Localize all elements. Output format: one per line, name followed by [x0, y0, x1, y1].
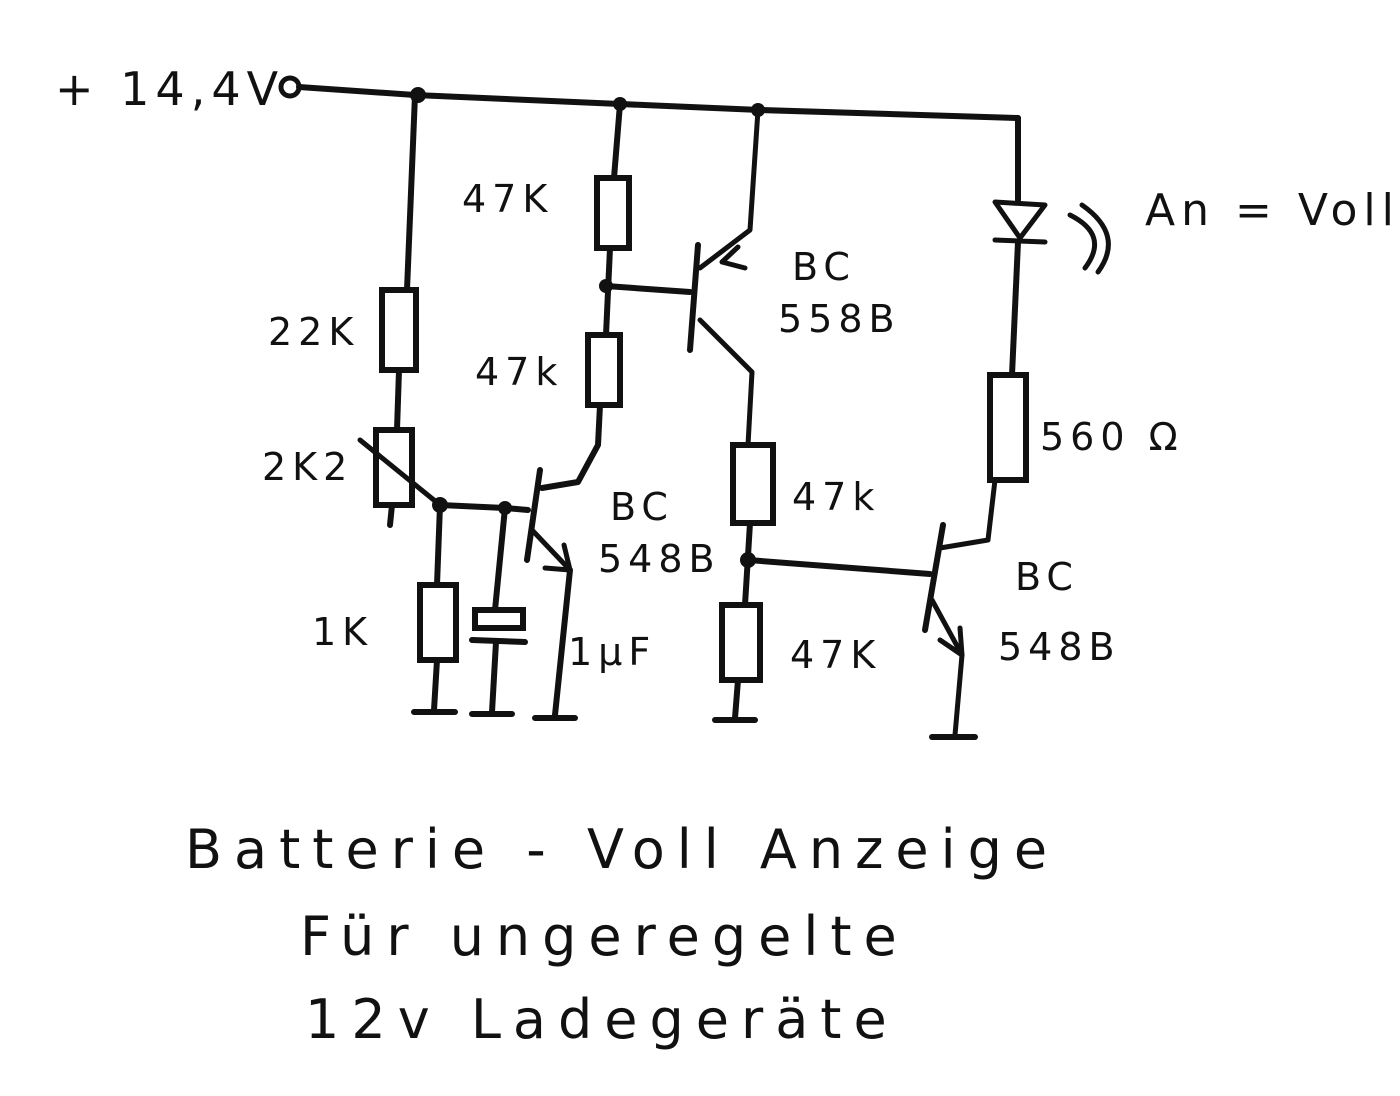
resistor-47k-div-top: [594, 175, 632, 251]
label-t2-line1: BC: [792, 245, 856, 289]
wire-22k-to-pot: [394, 367, 402, 433]
wire-left-node: [437, 502, 531, 513]
resistor-1k: [417, 582, 459, 663]
t1-emitter: [529, 527, 573, 573]
indicator-label: An = Voll: [1145, 185, 1400, 236]
ground-t1: [532, 567, 578, 721]
ground-1k: [411, 657, 458, 715]
t3-collector: [937, 477, 998, 551]
led-diode: [992, 199, 1048, 245]
label-t1-line2: 548B: [598, 537, 721, 581]
supply-label: + 14,4V: [55, 62, 284, 116]
label-t3-line1: BC: [1015, 555, 1079, 599]
label-2k2: 2K2: [262, 445, 353, 489]
resistor-47k-t2-collector: [730, 442, 776, 526]
wire-t2-base: [603, 283, 693, 295]
led-light-rays: [1067, 202, 1111, 275]
label-cap: 1µF: [568, 630, 656, 674]
wire-t3-base: [745, 557, 933, 577]
label-t2-line2: 558B: [778, 297, 901, 341]
ground-bias: [712, 677, 758, 723]
top-rail: [296, 84, 1021, 121]
wire-led-to-resistor: [1009, 239, 1021, 378]
t2-collector: [697, 317, 755, 448]
t2-emitter-arrow: [719, 244, 748, 271]
capacitor-plate-top: [472, 607, 526, 631]
wire-div-top: [611, 101, 623, 181]
label-1k: 1K: [312, 610, 373, 654]
label-t1-line1: BC: [610, 485, 674, 529]
t2-base-bar: [687, 242, 701, 353]
label-47k-div-top: 47K: [462, 177, 553, 221]
label-22k: 22K: [268, 310, 359, 354]
t3-base-bar: [922, 522, 946, 633]
label-560: 560 Ω: [1040, 415, 1184, 459]
t1-base-bar: [524, 467, 543, 563]
label-47k-div-bottom: 47k: [475, 350, 563, 394]
wire-left-branch: [404, 92, 418, 293]
t3-emitter: [929, 597, 965, 738]
wire-to-1k: [434, 502, 443, 588]
label-47k-bias-bottom: 47K: [790, 633, 881, 677]
t2-emitter: [697, 107, 761, 271]
title-line-3: 12v Ladegeräte: [305, 988, 899, 1051]
t3-emitter-arrow: [937, 625, 965, 658]
label-47k-t2-collector: 47k: [792, 475, 880, 519]
resistor-22k: [379, 287, 419, 373]
wire-to-cap: [492, 505, 508, 613]
pot-wiper: [357, 437, 443, 508]
title-line-2: Für ungeregelte: [300, 905, 909, 968]
label-t3-line2: 548B: [998, 625, 1121, 669]
ground-cap: [469, 639, 515, 717]
resistor-47k-div-bottom: [585, 332, 623, 408]
title-line-1: Batterie - Voll Anzeige: [185, 818, 1059, 881]
wire-div-to-t1: [539, 402, 603, 491]
resistor-47k-bias-bottom: [719, 602, 763, 683]
wire-pot-end: [387, 502, 395, 528]
resistor-560: [987, 372, 1029, 483]
